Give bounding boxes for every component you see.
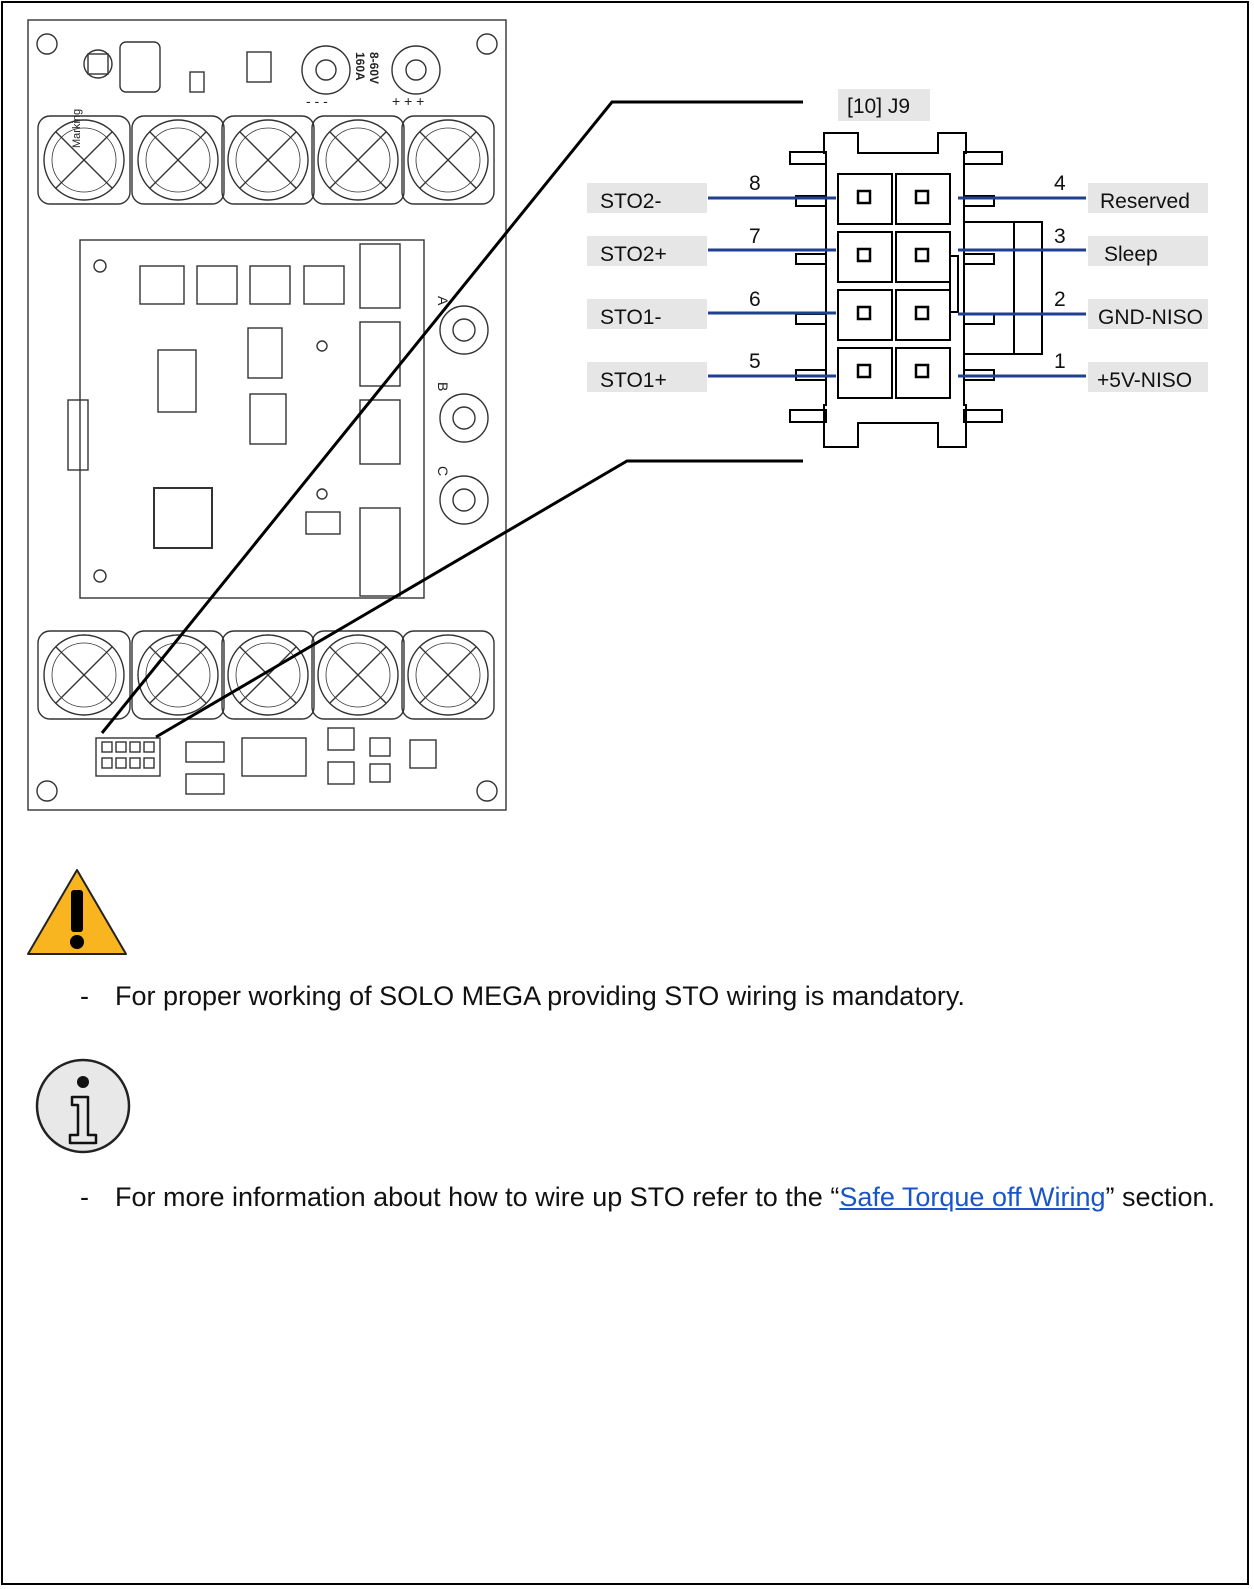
safe-torque-off-wiring-link[interactable]: Safe Torque off Wiring (839, 1182, 1106, 1212)
pin-8-number: 8 (749, 172, 761, 195)
right-pin-labels: Reserved Sleep GND-NISO +5V-NISO 4 3 2 1 (1054, 172, 1208, 392)
pin-2-number: 2 (1054, 288, 1066, 311)
phase-c-label: C (435, 466, 451, 476)
warning-triangle-icon (27, 869, 127, 955)
info-circle-icon (35, 1058, 131, 1154)
connector-title-bg (838, 89, 930, 121)
info-bullet: - (80, 1182, 89, 1212)
pin-wires (708, 196, 1086, 378)
left-pin-labels: STO2- STO2+ STO1- STO1+ 8 7 6 5 (587, 172, 761, 392)
info-text-before: For more information about how to wire u… (115, 1182, 840, 1212)
pin-2-label: GND-NISO (1098, 306, 1203, 329)
capacitor-marking-label: Marking (71, 109, 83, 148)
phase-a-label: A (435, 296, 451, 306)
pin-5-number: 5 (749, 350, 761, 373)
bottom-capacitor-row (37, 630, 495, 720)
pin-8-label: STO2- (600, 190, 661, 213)
pin-6-number: 6 (749, 288, 761, 311)
control-board (67, 239, 425, 599)
j9-connector (789, 132, 1043, 448)
warning-text: For proper working of SOLO MEGA providin… (115, 981, 965, 1011)
pin-7-number: 7 (749, 225, 761, 248)
pin-3-number: 3 (1054, 225, 1066, 248)
j9-connector-footprint (95, 737, 161, 777)
pin-7-label: STO2+ (600, 243, 667, 266)
pin-6-label: STO1- (600, 306, 661, 329)
pin-4-number: 4 (1054, 172, 1066, 195)
pcb-board: 8-60V 160A - - - + + + Marking (27, 19, 507, 811)
board-minus-marks: - - - (306, 93, 328, 109)
phase-b-label: B (435, 382, 451, 391)
sto-wiring-diagram: 8-60V 160A - - - + + + Marking (27, 19, 1208, 811)
pin-3-label: Sleep (1104, 243, 1158, 266)
info-text: For more information about how to wire u… (115, 1180, 1225, 1214)
pin-1-number: 1 (1054, 350, 1066, 373)
pin-4-label: Reserved (1100, 190, 1190, 213)
connector-title: [10] J9 (847, 95, 910, 118)
pin-1-label: +5V-NISO (1097, 369, 1192, 392)
warning-bullet: - (80, 981, 89, 1011)
info-text-after: ” section. (1105, 1182, 1216, 1212)
board-rating-label: 8-60V (367, 52, 381, 84)
top-capacitor-row: Marking (37, 109, 495, 205)
pin-5-label: STO1+ (600, 369, 667, 392)
board-plus-marks: + + + (392, 93, 424, 109)
leader-lines (100, 100, 803, 739)
board-current-label: 160A (353, 52, 367, 81)
